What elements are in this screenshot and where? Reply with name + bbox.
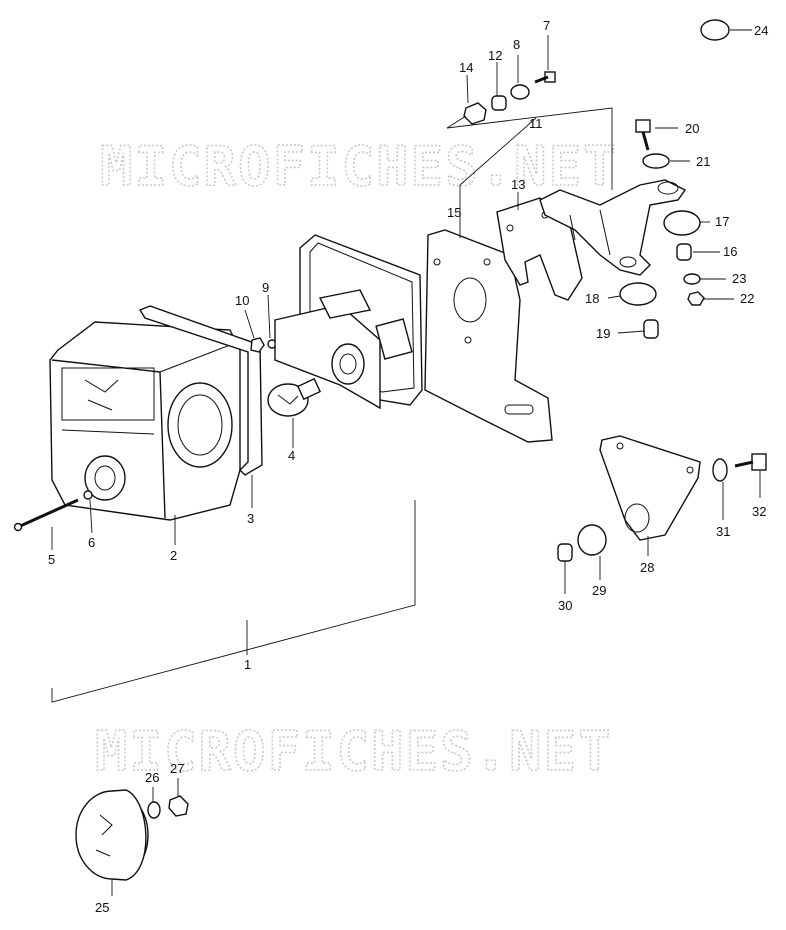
callout-19: 19 — [596, 326, 610, 341]
assembly-bracket — [51, 500, 416, 703]
lamp-base — [274, 234, 423, 410]
nut-22 — [687, 291, 705, 306]
callout-14: 14 — [459, 60, 473, 75]
callout-17: 17 — [715, 214, 729, 229]
callout-12: 12 — [488, 48, 502, 63]
collar-16 — [676, 243, 692, 261]
tail-lamp-lens — [49, 321, 241, 521]
cap-nut-24 — [700, 19, 730, 41]
callout-24: 24 — [754, 23, 768, 38]
grommet-18 — [619, 282, 657, 306]
callout-11: 11 — [529, 116, 543, 131]
spacer-12 — [491, 95, 507, 111]
callout-1: 1 — [244, 657, 251, 672]
callout-16: 16 — [723, 244, 737, 259]
watermark-top: MICROFICHES.NET — [100, 135, 618, 198]
callout-20: 20 — [685, 121, 699, 136]
callout-9: 9 — [262, 280, 269, 295]
callout-2: 2 — [170, 548, 177, 563]
nut-27 — [168, 795, 189, 817]
callout-30: 30 — [558, 598, 572, 613]
bulb — [267, 377, 322, 417]
callout-23: 23 — [732, 271, 746, 286]
grommet-29 — [577, 524, 607, 556]
callout-26: 26 — [145, 770, 159, 785]
collar-19 — [643, 319, 659, 339]
callout-10: 10 — [235, 293, 249, 308]
callout-28: 28 — [640, 560, 654, 575]
gasket — [138, 305, 263, 476]
bracket-15 — [424, 229, 553, 443]
bracket-28 — [599, 435, 701, 541]
bolt-32 — [734, 453, 767, 471]
grommet-17 — [663, 210, 701, 236]
washer-31 — [712, 458, 728, 482]
washer-23 — [683, 273, 701, 285]
bolt-7 — [534, 71, 556, 84]
collar-30 — [557, 543, 573, 562]
group-bracket-11 — [446, 107, 613, 190]
washer-26 — [147, 801, 161, 819]
callout-25: 25 — [95, 900, 109, 915]
lens-screw — [13, 498, 79, 532]
callout-21: 21 — [696, 154, 710, 169]
callout-27: 27 — [170, 761, 184, 776]
callout-15: 15 — [447, 205, 461, 220]
washer-21 — [642, 153, 670, 169]
watermark-bottom: MICROFICHES.NET — [95, 720, 613, 783]
upper-bracket — [539, 179, 687, 276]
callout-31: 31 — [716, 524, 730, 539]
callout-4: 4 — [288, 448, 295, 463]
reflector-25 — [75, 789, 149, 881]
washer — [83, 490, 93, 500]
callout-32: 32 — [752, 504, 766, 519]
callout-18: 18 — [585, 291, 599, 306]
nut-14 — [463, 102, 487, 125]
washer-8 — [510, 84, 530, 100]
callout-3: 3 — [247, 511, 254, 526]
callout-13: 13 — [511, 177, 525, 192]
callout-22: 22 — [740, 291, 754, 306]
callout-6: 6 — [88, 535, 95, 550]
callout-8: 8 — [513, 37, 520, 52]
callout-5: 5 — [48, 552, 55, 567]
leader-lines — [51, 29, 761, 896]
nut-10 — [250, 337, 265, 353]
callout-29: 29 — [592, 583, 606, 598]
bolt-20 — [635, 119, 651, 151]
callout-7: 7 — [543, 18, 550, 33]
